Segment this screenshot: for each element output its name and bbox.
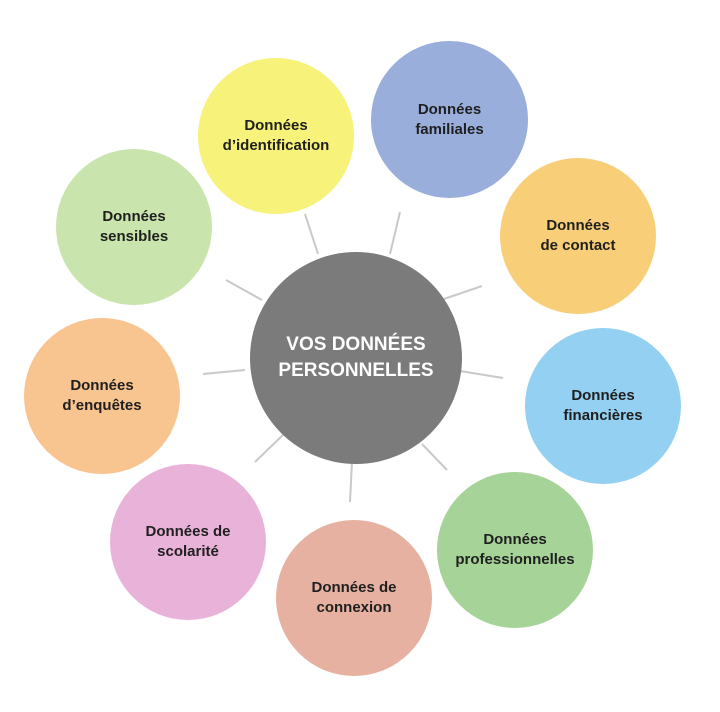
category-financial: Données financières: [525, 328, 681, 484]
category-label: Données d’enquêtes: [62, 377, 142, 414]
center-label: VOS DONNÉES PERSONNELLES: [278, 334, 434, 381]
category-contact: Données de contact: [500, 158, 656, 314]
category-family: Données familiales: [371, 41, 528, 198]
category-sensitive: Données sensibles: [56, 149, 212, 305]
category-identification: Données d’identification: [198, 58, 354, 214]
category-professional: Données professionnelles: [437, 472, 593, 628]
category-connection: Données de connexion: [276, 520, 432, 676]
spoke-line: [421, 443, 448, 471]
category-label: Données sensibles: [99, 208, 169, 245]
category-label: Données professionnelles: [455, 531, 575, 568]
spoke-line: [202, 369, 246, 375]
spoke-line: [389, 211, 401, 255]
category-label: Données de connexion: [311, 579, 397, 616]
spoke-line: [225, 279, 263, 301]
spoke-line: [254, 431, 287, 463]
category-label: Données de scolarité: [145, 523, 231, 560]
spoke-line: [459, 370, 504, 379]
spoke-line: [304, 213, 319, 255]
category-label: Données de contact: [540, 217, 616, 254]
category-schooling: Données de scolarité: [110, 464, 266, 620]
category-label: Données financières: [563, 387, 643, 424]
category-label: Données familiales: [415, 100, 484, 138]
category-label: Données d’identification: [222, 117, 330, 154]
center-circle: VOS DONNÉES PERSONNELLES: [250, 252, 462, 464]
spoke-line: [349, 461, 353, 503]
category-surveys: Données d’enquêtes: [24, 318, 180, 474]
spoke-line: [440, 285, 483, 301]
